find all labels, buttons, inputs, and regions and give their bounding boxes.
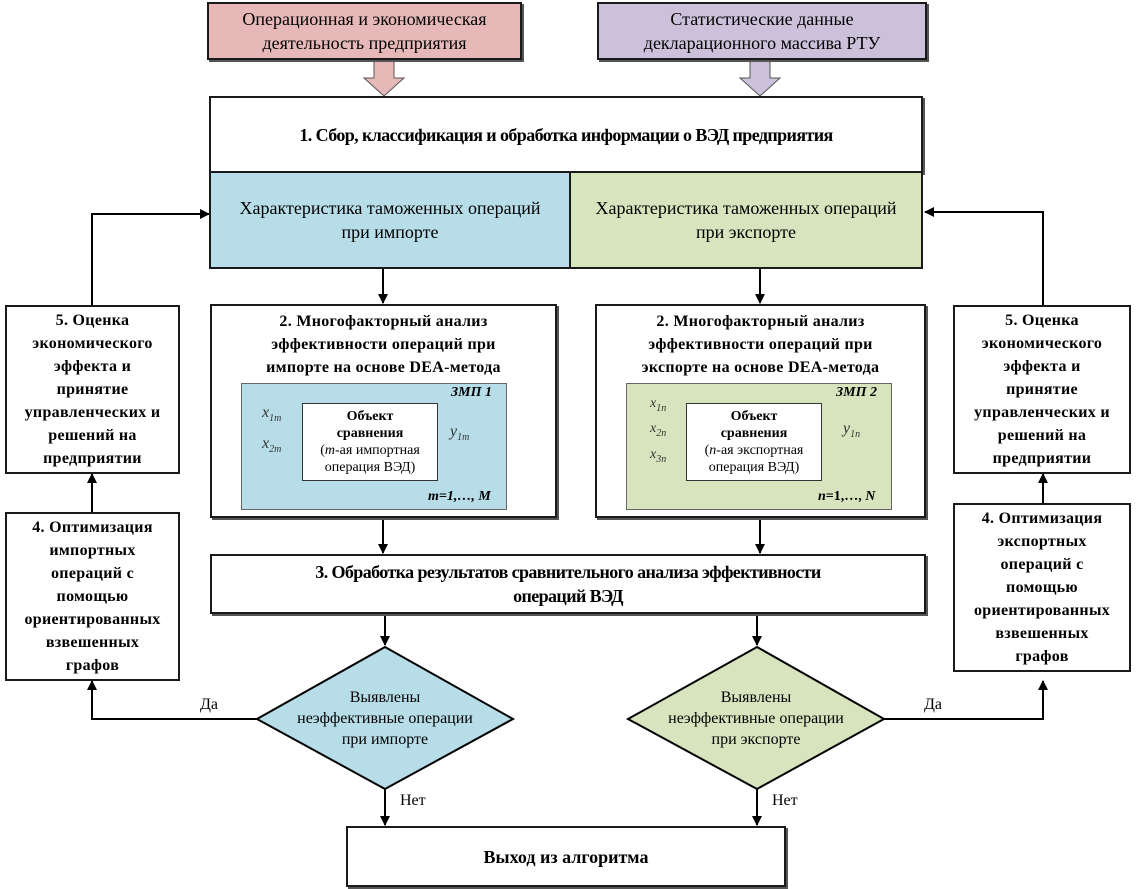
export-object-line-3: (n-ая экспортная	[704, 443, 804, 458]
import-characteristics-box: Характеристика таможенных операций при и…	[209, 171, 571, 269]
step5-right-line-7: предприятии	[992, 450, 1092, 467]
step4-import-line-2: импортных	[49, 542, 136, 559]
decision-export-line-3: при экспорте	[711, 731, 801, 748]
source-left-line-1: Операционная и экономическая	[242, 9, 487, 29]
step2-export-title-2: эффективности операций при	[648, 336, 873, 353]
import-object-line-3: (m-ая импортная	[320, 443, 420, 458]
exit-box: Выход из алгоритма	[346, 826, 786, 887]
step5-left-line-4: принятие	[56, 381, 129, 398]
step4-export-line-3: операций с	[1000, 556, 1084, 573]
step4-import-line-4: помощью	[56, 588, 129, 605]
step4-import-line-3: операций с	[51, 565, 134, 582]
decision-import-text: Выявлены неэффективные операции при импо…	[270, 687, 500, 750]
step4-import-line-1: 4. Оптимизация	[32, 519, 153, 536]
step4-export-line-5: ориентированных	[973, 602, 1111, 619]
source-left-arrow	[362, 56, 406, 97]
export-input-x2: x2n	[650, 421, 667, 439]
step5-left-line-6: решений на	[48, 427, 137, 444]
decision-import-line-3: при импорте	[341, 731, 429, 748]
step4-export-line-1: 4. Оптимизация	[981, 510, 1103, 527]
decision-import-yes-label: Да	[200, 696, 219, 713]
source-right-arrow	[738, 56, 782, 97]
export-object-line-4: операция ВЭД)	[708, 460, 800, 475]
export-output-y1: y1n	[843, 420, 861, 441]
import-object-line-2: сравнения	[336, 426, 404, 441]
import-char-line-1: Характеристика таможенных операций	[239, 198, 541, 218]
step4-import-line-6: взвешенных	[45, 634, 140, 651]
step3-line-2: операций ВЭД	[513, 586, 623, 606]
step5-right-line-2: экономического	[981, 335, 1103, 352]
decision-export-line-1: Выявлены	[720, 689, 792, 706]
step4-import-box: 4. Оптимизация импортных операций с помо…	[5, 512, 180, 681]
step5-left-line-1: 5. Оценка	[55, 312, 130, 329]
step4-export-box: 4. Оптимизация экспортных операций с пом…	[953, 503, 1131, 672]
export-model-label: ЗМП 2	[836, 385, 877, 400]
import-object-box: Объект сравнения (m-ая импортная операци…	[302, 403, 438, 481]
decision-import-line-1: Выявлены	[349, 689, 421, 706]
step4-export-line-7: графов	[1015, 648, 1069, 665]
arrow-decision-import-yes	[87, 680, 257, 720]
step5-right-line-1: 5. Оценка	[1005, 312, 1079, 329]
step2-export-title-3: экспорте на основе DEA-метода	[641, 359, 880, 376]
step5-left-line-3: эффекта и	[53, 358, 132, 375]
import-input-x2: x2m	[262, 435, 282, 456]
export-char-line-2: при экспорте	[695, 222, 797, 242]
step4-import-line-7: графов	[65, 657, 120, 674]
export-object-line-1: Объект	[730, 409, 778, 424]
decision-export-text: Выявлены неэффективные операции при эксп…	[641, 687, 871, 750]
import-object-line-1: Объект	[346, 409, 394, 424]
import-object-line-4: операция ВЭД)	[324, 460, 416, 475]
import-model-label: ЗМП 1	[451, 385, 492, 400]
step4-export-line-6: взвешенных	[995, 625, 1089, 642]
step1-title: 1. Сбор, классификация и обработка инфор…	[299, 124, 833, 145]
export-input-x3: x3n	[650, 447, 667, 465]
step4-export-line-2: экспортных	[997, 533, 1087, 550]
step2-import-title-2: эффективности операций при	[271, 336, 496, 353]
source-right-line-2: декларационного массива РТУ	[643, 33, 881, 53]
step3-line-1: 3. Обработка результатов сравнительного …	[315, 562, 821, 582]
import-range-label: m=1,…, M	[428, 489, 491, 504]
step4-import-line-5: ориентированных	[24, 611, 161, 628]
import-char-line-2: при импорте	[341, 222, 439, 242]
export-char-line-1: Характеристика таможенных операций	[595, 198, 897, 218]
source-left-line-2: деятельность предприятия	[262, 33, 467, 53]
export-object-box: Объект сравнения (n-ая экспортная операц…	[686, 403, 822, 481]
step5-right-line-6: решений на	[997, 427, 1087, 444]
step2-export-title-1: 2. Многофакторный анализ	[656, 313, 865, 330]
import-output-y1: y1m	[450, 423, 470, 444]
decision-import-no-label: Нет	[400, 792, 426, 809]
step5-left-line-7: предприятии	[43, 450, 142, 467]
export-input-x1: x1n	[650, 396, 667, 414]
step5-left-line-2: экономического	[32, 335, 153, 352]
decision-import-line-2: неэффективные операции	[297, 710, 473, 727]
decision-import-diamond	[254, 645, 516, 791]
step5-left-box: 5. Оценка экономического эффекта и приня…	[5, 305, 180, 474]
decision-export-yes-label: Да	[924, 696, 943, 713]
decision-export-no-label: Нет	[772, 792, 798, 809]
step5-right-line-3: эффекта и	[1003, 358, 1081, 375]
source-statistics-box: Статистические данные декларационного ма…	[597, 2, 927, 60]
decision-export-line-2: неэффективные операции	[668, 710, 844, 727]
step5-left-line-5: управленческих и	[24, 404, 161, 421]
step3-processing-box: 3. Обработка результатов сравнительного …	[210, 554, 926, 614]
step1-collection-box: 1. Сбор, классификация и обработка инфор…	[209, 96, 923, 173]
source-right-line-1: Статистические данные	[670, 9, 854, 29]
step5-right-line-4: принятие	[1006, 381, 1078, 398]
exit-label: Выход из алгоритма	[483, 846, 649, 867]
step2-import-title-1: 2. Многофакторный анализ	[279, 313, 488, 330]
arrow-step5-right-to-export	[924, 207, 1044, 305]
step4-export-line-4: помощью	[1006, 579, 1078, 596]
export-object-line-2: сравнения	[720, 426, 788, 441]
export-characteristics-box: Характеристика таможенных операций при э…	[569, 171, 923, 269]
step2-import-title-3: импорте на основе DEA-метода	[266, 359, 501, 376]
step5-right-line-5: управленческих и	[974, 404, 1110, 421]
decision-export-diamond	[625, 645, 887, 791]
import-input-x1: x1m	[262, 404, 282, 425]
arrow-step5-left-to-import	[91, 209, 210, 305]
source-operational-box: Операционная и экономическая деятельност…	[207, 2, 522, 60]
arrow-decision-export-yes	[884, 680, 1048, 720]
export-range-label: n=1,…, N	[818, 489, 876, 504]
step5-right-box: 5. Оценка экономического эффекта и приня…	[953, 305, 1131, 474]
